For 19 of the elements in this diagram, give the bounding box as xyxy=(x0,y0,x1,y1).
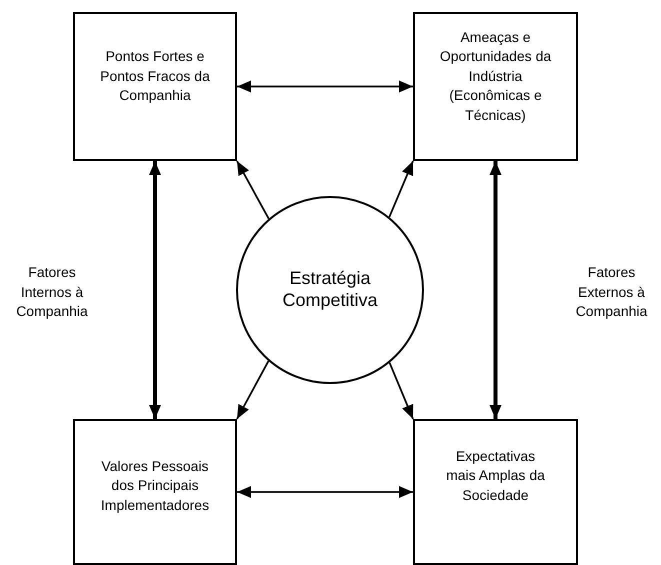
arrow xyxy=(388,160,414,218)
node-text: Valores Pessoais dos Principais Implementadores xyxy=(100,456,210,515)
side-label: Fatores Internos à Companhia xyxy=(15,263,89,322)
node-text: Ameaças e Oportunidades da Indústria (Econômicas e Técnicas) xyxy=(438,28,552,125)
arrow xyxy=(149,161,161,419)
arrow xyxy=(490,161,502,419)
arrow xyxy=(237,80,413,92)
arrow xyxy=(236,160,270,220)
process-box xyxy=(73,419,237,565)
process-box xyxy=(413,419,578,565)
node-text: Expectativas mais Amplas da Sociedade xyxy=(445,446,546,505)
arrow xyxy=(236,360,270,420)
side-label: Fatores Externos à Companhia xyxy=(574,263,648,322)
process-box xyxy=(413,12,578,161)
node-text: Estratégia Competitiva xyxy=(281,268,379,312)
arrow xyxy=(388,362,414,420)
arrow xyxy=(237,486,413,498)
node-text: Pontos Fortes e Pontos Fracos da Companhia xyxy=(99,47,211,106)
process-box xyxy=(73,12,237,161)
